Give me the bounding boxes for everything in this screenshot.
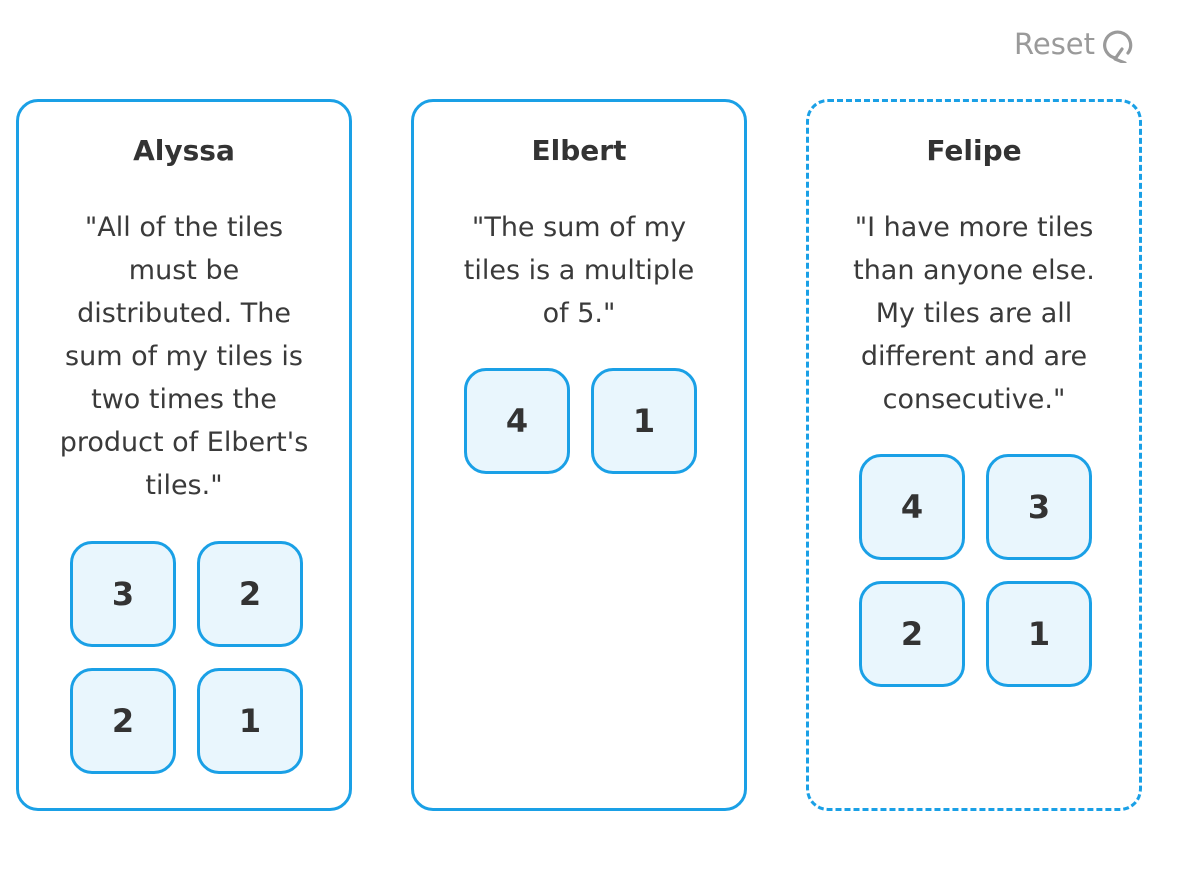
tile-group: 4 3 2 1 — [859, 454, 1092, 687]
number-tile[interactable]: 1 — [986, 581, 1092, 687]
person-card-felipe[interactable]: Felipe "I have more tiles than anyone el… — [806, 99, 1142, 811]
card-name: Felipe — [926, 134, 1022, 167]
tile-group: 3 2 2 1 — [70, 541, 303, 774]
number-tile[interactable]: 2 — [70, 668, 176, 774]
number-tile[interactable]: 3 — [70, 541, 176, 647]
reset-label: Reset — [1014, 27, 1096, 61]
card-quote: "I have more tiles than anyone else. My … — [853, 212, 1095, 415]
number-tile[interactable]: 1 — [197, 668, 303, 774]
card-quote: "All of the tiles must be distributed. T… — [59, 212, 309, 501]
card-quote: "The sum of my tiles is a multiple of 5.… — [463, 212, 695, 329]
reset-button[interactable]: Reset — [1014, 22, 1137, 66]
number-tile[interactable]: 1 — [591, 368, 697, 474]
number-tile[interactable]: 2 — [859, 581, 965, 687]
card-name: Alyssa — [133, 134, 235, 167]
number-tile[interactable]: 3 — [986, 454, 1092, 560]
card-name: Elbert — [531, 134, 627, 167]
number-tile[interactable]: 2 — [197, 541, 303, 647]
number-tile[interactable]: 4 — [859, 454, 965, 560]
number-tile[interactable]: 4 — [464, 368, 570, 474]
tile-group: 4 1 — [464, 368, 697, 474]
person-card-alyssa[interactable]: Alyssa "All of the tiles must be distrib… — [16, 99, 352, 811]
person-card-elbert[interactable]: "The sum of my tiles is a multiple of 5.… — [411, 99, 747, 811]
reset-icon — [1103, 25, 1137, 63]
